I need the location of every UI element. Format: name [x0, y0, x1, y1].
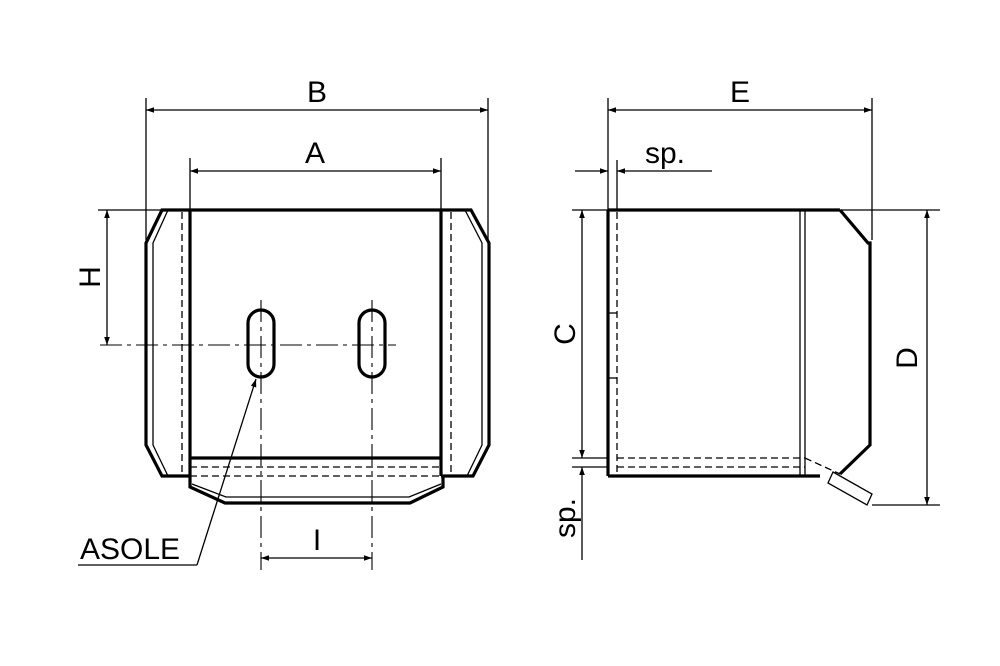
label-sp-top: sp.: [645, 137, 685, 170]
left-flange-inner: [152, 209, 169, 477]
label-B: B: [307, 76, 327, 109]
slot-leader: [196, 378, 257, 566]
hidden-line: [804, 457, 841, 475]
front-view: B A H I ASOLE: [74, 76, 491, 570]
bottom-flap: [188, 476, 445, 505]
label-slots: ASOLE: [80, 533, 180, 566]
label-A: A: [305, 137, 325, 170]
label-sp-bottom: sp.: [549, 498, 582, 538]
right-flange-inner: [464, 209, 483, 477]
label-H: H: [74, 266, 107, 288]
label-I: I: [313, 524, 321, 557]
bottom-flap-inner: [191, 483, 442, 498]
flange-profile: [838, 208, 872, 476]
label-D: D: [891, 347, 924, 369]
side-view: E sp. C sp. D: [549, 76, 940, 560]
label-E: E: [730, 76, 750, 109]
bottom-tab: [827, 471, 873, 506]
label-C: C: [549, 323, 582, 345]
